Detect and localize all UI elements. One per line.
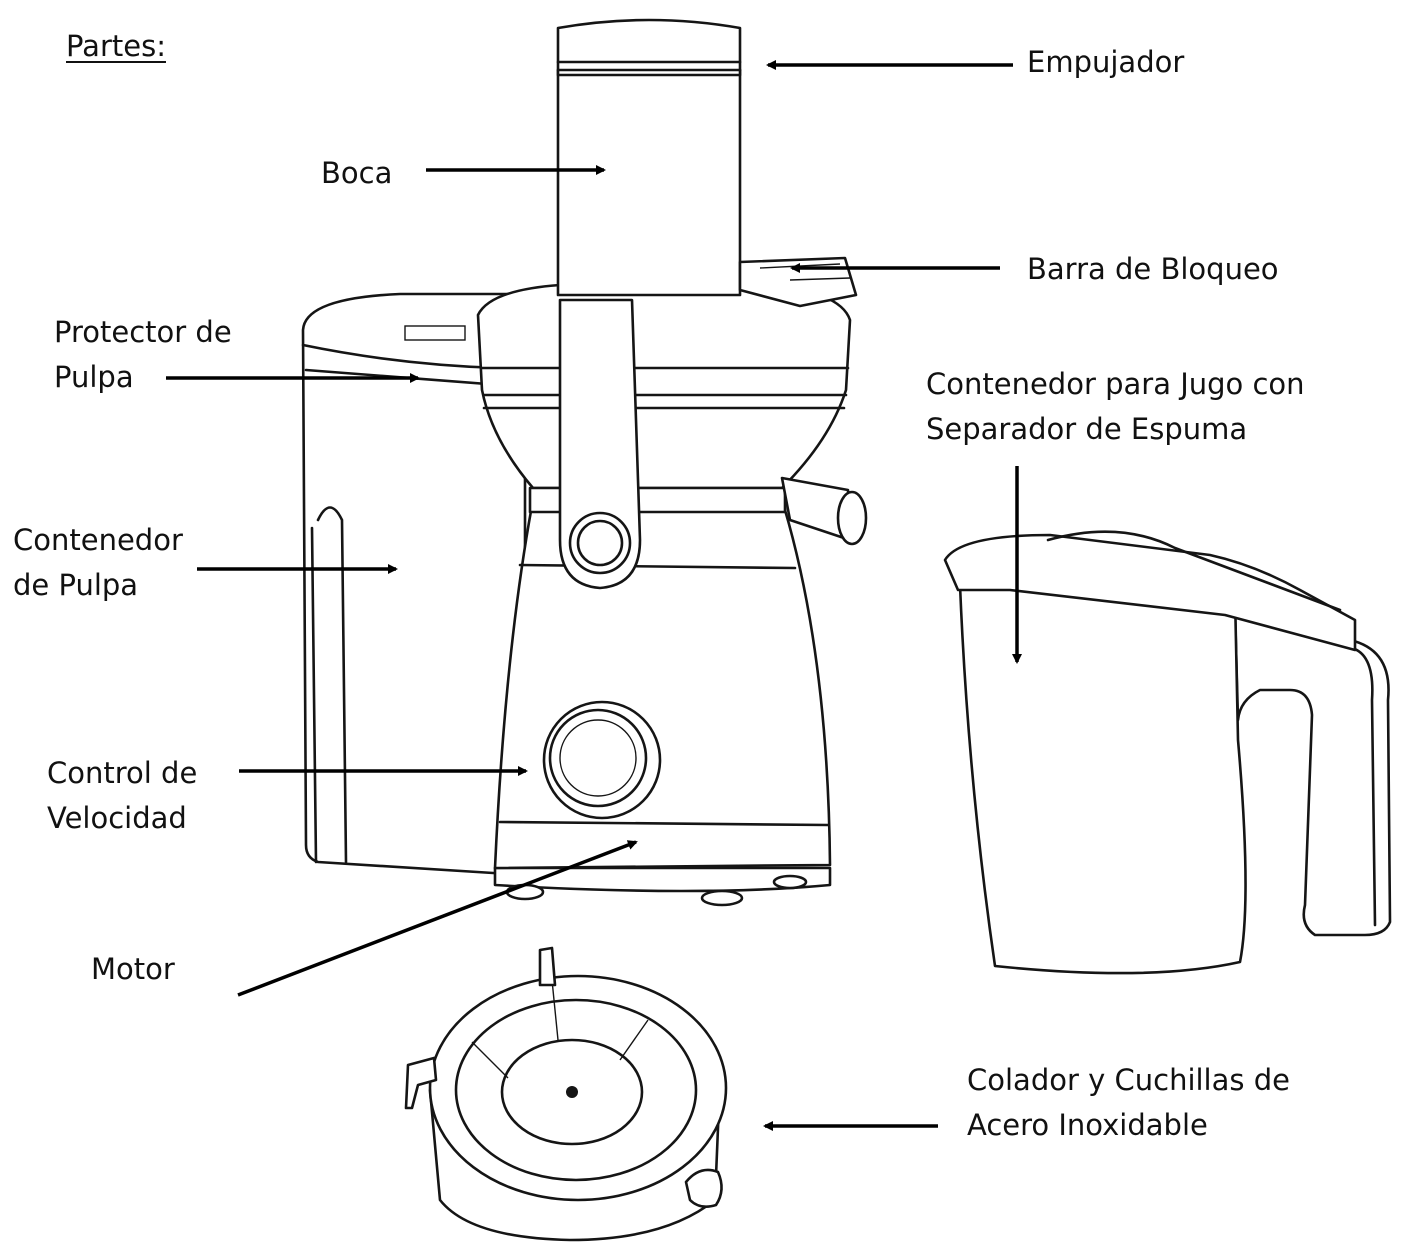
callout-arrows <box>166 60 1022 1131</box>
label-boca: Boca <box>321 156 393 190</box>
label-contenedor-para-jugo: Contenedor para Jugo con Separador de Es… <box>926 362 1305 452</box>
label-contenedor-pulpa-line1: Contenedor <box>13 523 183 557</box>
parts-heading: Partes: <box>66 29 166 63</box>
head-drawing <box>476 283 868 546</box>
label-control-de-velocidad: Control de Velocidad <box>47 751 197 841</box>
label-protector-line2: Pulpa <box>54 360 134 394</box>
label-contenedor-pulpa-line2: de Pulpa <box>13 568 139 602</box>
label-motor: Motor <box>91 952 175 986</box>
label-colador-y-cuchillas: Colador y Cuchillas de Acero Inoxidable <box>967 1058 1290 1148</box>
strainer-drawing <box>404 946 728 1242</box>
label-protector-line1: Protector de <box>54 315 232 349</box>
arrow-motor <box>237 840 638 997</box>
motor-body-drawing <box>493 498 832 870</box>
base-drawing <box>493 866 832 907</box>
pulp-container-drawing <box>301 292 527 877</box>
label-contenedor-de-pulpa: Contenedor de Pulpa <box>13 518 183 608</box>
label-control-line1: Control de <box>47 756 198 790</box>
label-colador-line1: Colador y Cuchillas de <box>967 1063 1290 1097</box>
locking-bar-drawing <box>558 256 858 590</box>
label-contenedor-jugo-line1: Contenedor para Jugo con <box>926 367 1305 401</box>
speed-dial-drawing <box>542 700 662 820</box>
label-barra-de-bloqueo: Barra de Bloqueo <box>1027 252 1279 286</box>
pusher-drawing <box>556 18 742 77</box>
label-empujador: Empujador <box>1027 45 1185 79</box>
label-control-line2: Velocidad <box>47 801 187 835</box>
label-colador-line2: Acero Inoxidable <box>967 1108 1208 1142</box>
juice-jug-drawing <box>943 530 1392 975</box>
label-protector-de-pulpa: Protector de Pulpa <box>54 310 232 400</box>
label-contenedor-jugo-line2: Separador de Espuma <box>926 412 1248 446</box>
feed-tube-drawing <box>556 68 742 297</box>
